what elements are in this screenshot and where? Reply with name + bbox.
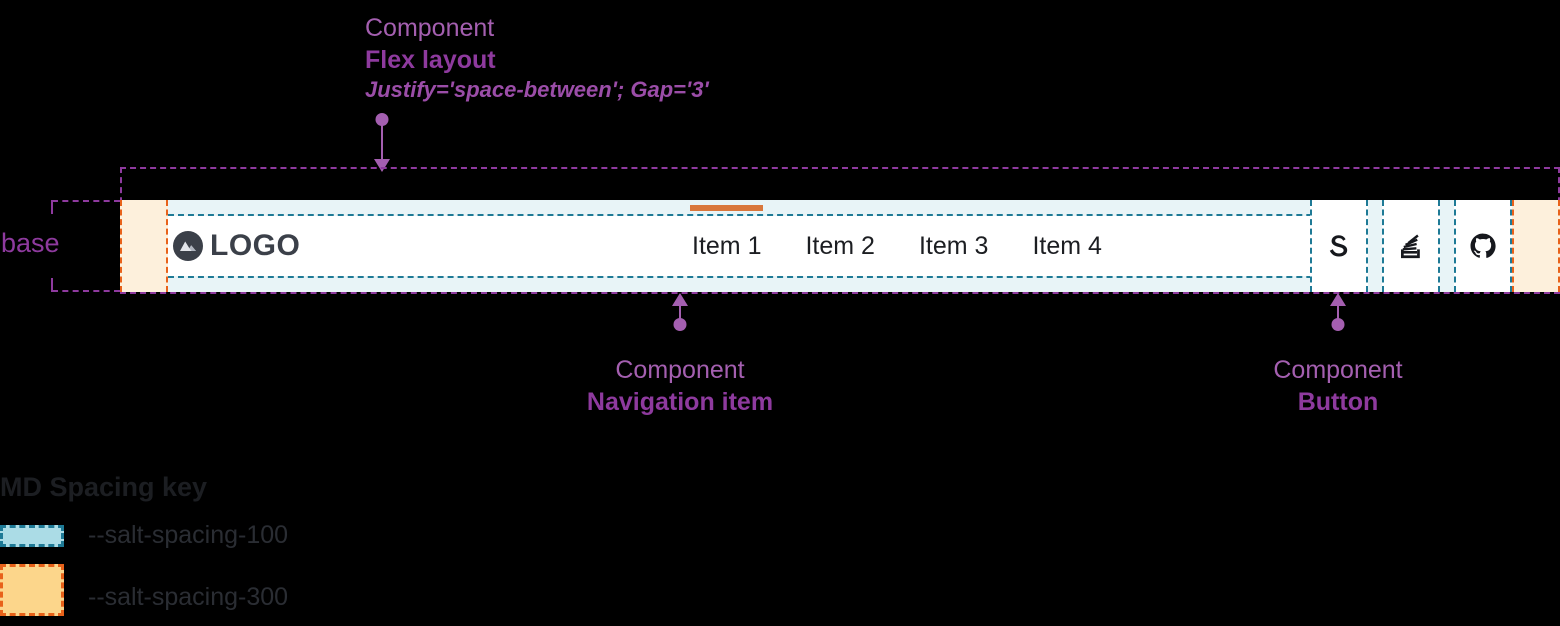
nav-active-indicator: [690, 205, 764, 211]
navigation-items: Item 1 Item 2 Item 3 Item 4: [688, 200, 1106, 292]
dimension-cap-bottom: [51, 278, 53, 292]
spacing-token-label: --salt-spacing-100: [88, 521, 289, 549]
leader-stem: [1337, 304, 1339, 325]
github-icon: [1469, 232, 1497, 260]
nav-item-3[interactable]: Item 3: [915, 200, 992, 292]
leader-stem: [381, 119, 383, 161]
action-gap: [1368, 200, 1382, 292]
leader-dot: [673, 318, 687, 331]
dimension-cap-top: [51, 200, 53, 214]
leader-arrowhead: [1330, 293, 1346, 306]
stack-overflow-button[interactable]: [1382, 200, 1440, 292]
nav-item-label: Item 4: [1032, 231, 1102, 260]
github-button[interactable]: [1454, 200, 1512, 292]
nav-item-label: Item 3: [918, 231, 989, 260]
spacing-band-bottom: [168, 276, 1512, 292]
nav-item-4[interactable]: Item 4: [1028, 200, 1105, 292]
nav-item-2[interactable]: Item 2: [801, 200, 878, 292]
dimension-line-bottom: [52, 290, 120, 292]
nav-item-1[interactable]: Item 1: [688, 200, 765, 292]
spacing-swatch-300: [0, 564, 64, 616]
annotation-kind-label: Component: [365, 14, 495, 42]
annotation-props: Justify='space-between'; Gap='3': [365, 77, 709, 102]
annotation-component-name: Navigation item: [586, 388, 774, 416]
spacing-key-row-300: --salt-spacing-300: [0, 564, 288, 616]
leader-arrowhead: [672, 293, 688, 306]
logo[interactable]: LOGO: [172, 229, 300, 263]
size-base-dimension-line: [48, 200, 120, 292]
annotation-navigation-item: Component Navigation item: [512, 354, 848, 418]
annotation-button: Component Button: [1170, 354, 1506, 418]
dimension-line-top: [52, 200, 120, 202]
spacing-swatch-100: [0, 524, 64, 547]
mountain-circle-icon: [172, 230, 204, 262]
annotation-flex-layout: Component Flex layout Justify='space-bet…: [365, 12, 709, 104]
annotation-kind-label: Component: [1273, 356, 1403, 384]
spacing-token-label: --salt-spacing-300: [88, 583, 289, 611]
annotation-component-name: Button: [1297, 388, 1379, 416]
action-gap: [1440, 200, 1454, 292]
annotation-component-name: Flex layout: [365, 46, 496, 74]
leader-line-flex-layout: [374, 113, 390, 173]
nav-item-label: Item 1: [692, 231, 762, 260]
spacing-key-row-100: --salt-spacing-100: [0, 521, 288, 550]
size-base-label: size-base: [0, 228, 60, 258]
stack-overflow-icon: [1398, 232, 1424, 260]
logo-text: LOGO: [210, 229, 301, 262]
app-header-bar: LOGO Item 1 Item 2 Item 3 Item 4: [120, 200, 1560, 292]
leader-line-button: [1330, 293, 1346, 338]
salt-s-icon: [1326, 232, 1352, 260]
leader-line-navigation-item: [672, 293, 688, 338]
spacing-block-right: [1512, 200, 1560, 292]
header-actions: [1310, 200, 1512, 292]
spacing-block-left: [120, 200, 168, 292]
spacing-key-title: MD Spacing key: [0, 472, 208, 502]
annotation-kind-label: Component: [615, 356, 745, 384]
leader-stem: [679, 304, 681, 325]
leader-dot: [1331, 318, 1345, 331]
header-content-area: LOGO Item 1 Item 2 Item 3 Item 4: [168, 200, 1512, 292]
spacing-key: MD Spacing key --salt-spacing-100 --salt…: [0, 472, 288, 616]
spacing-band-top: [168, 200, 1512, 216]
nav-item-label: Item 2: [805, 231, 875, 260]
salt-button[interactable]: [1310, 200, 1368, 292]
